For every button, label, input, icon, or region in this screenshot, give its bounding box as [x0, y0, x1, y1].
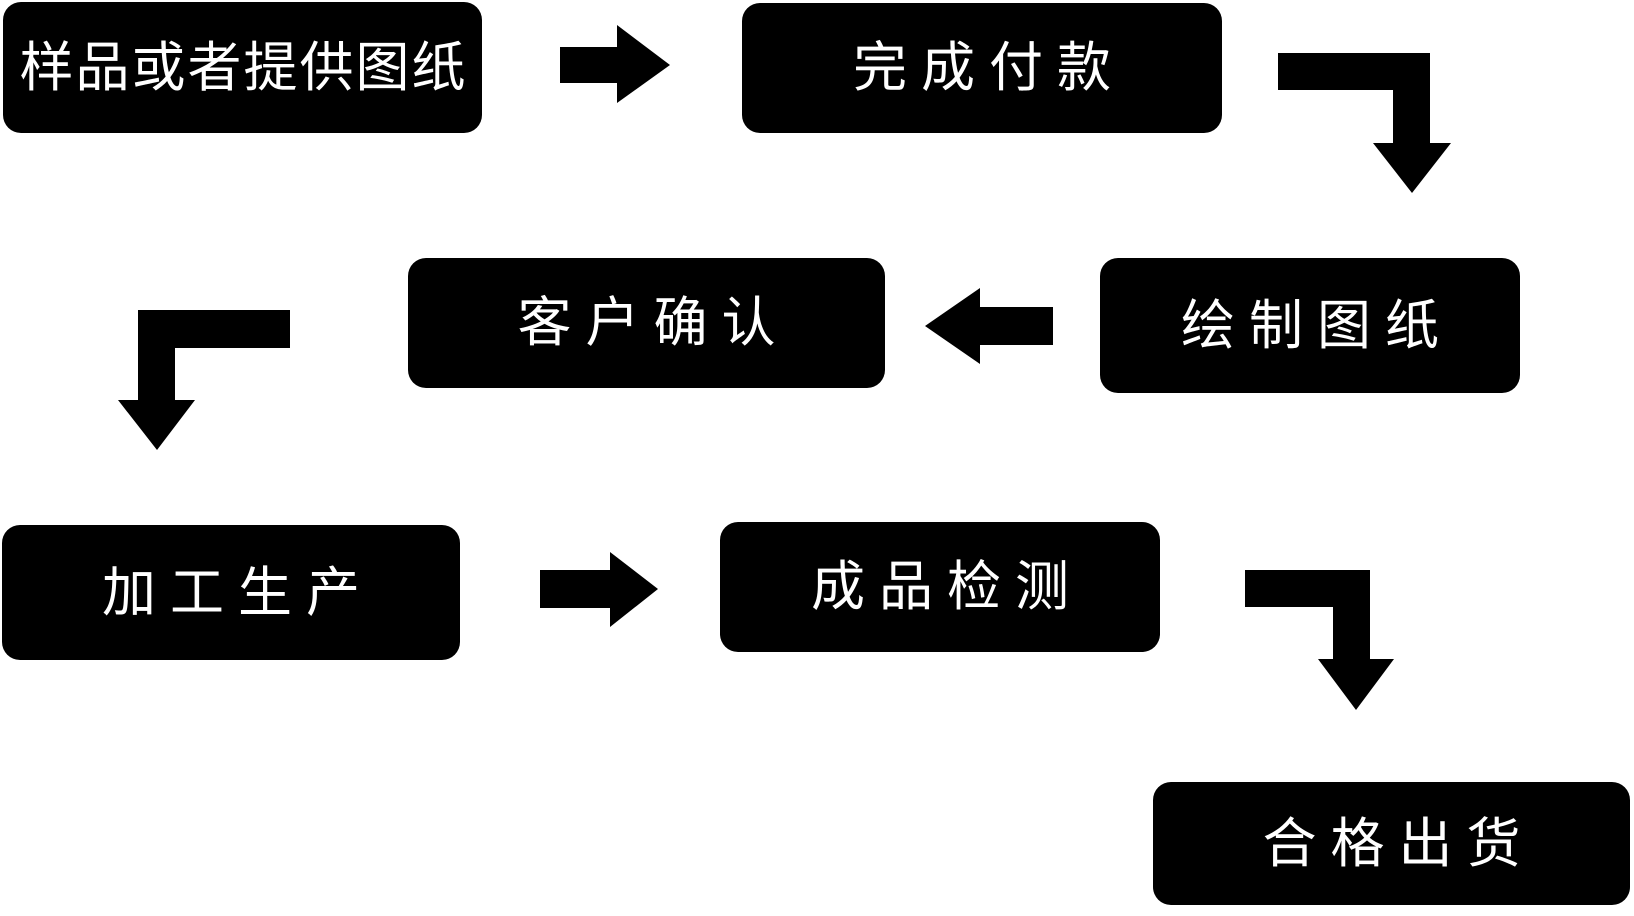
flow-node-label: 绘制图纸 — [1181, 293, 1453, 357]
flow-node-sample: 样品或者提供图纸 — [3, 2, 482, 133]
flow-node-label: 完成付款 — [853, 36, 1125, 99]
flow-node-label: 合格出货 — [1262, 811, 1535, 875]
flow-node-inspect: 成品检测 — [720, 522, 1160, 652]
flow-node-confirm: 客户确认 — [408, 258, 885, 388]
elbow-arrow-down-right-icon — [1278, 53, 1451, 193]
flow-node-label: 成品检测 — [811, 555, 1083, 618]
elbow-arrow-down-right-icon — [1245, 570, 1394, 710]
elbow-arrow-down-left-icon — [118, 310, 290, 450]
arrow-right-icon — [560, 25, 670, 103]
flow-node-label: 样品或者提供图纸 — [19, 35, 468, 99]
flow-node-label: 客户确认 — [517, 291, 790, 354]
flow-node-produce: 加工生产 — [2, 525, 460, 660]
flow-node-ship: 合格出货 — [1153, 782, 1630, 905]
arrow-right-icon — [540, 552, 658, 627]
flow-node-draw: 绘制图纸 — [1100, 258, 1520, 393]
arrow-left-icon — [925, 288, 1053, 364]
flow-node-payment: 完成付款 — [742, 3, 1222, 133]
flow-node-label: 加工生产 — [102, 560, 374, 624]
